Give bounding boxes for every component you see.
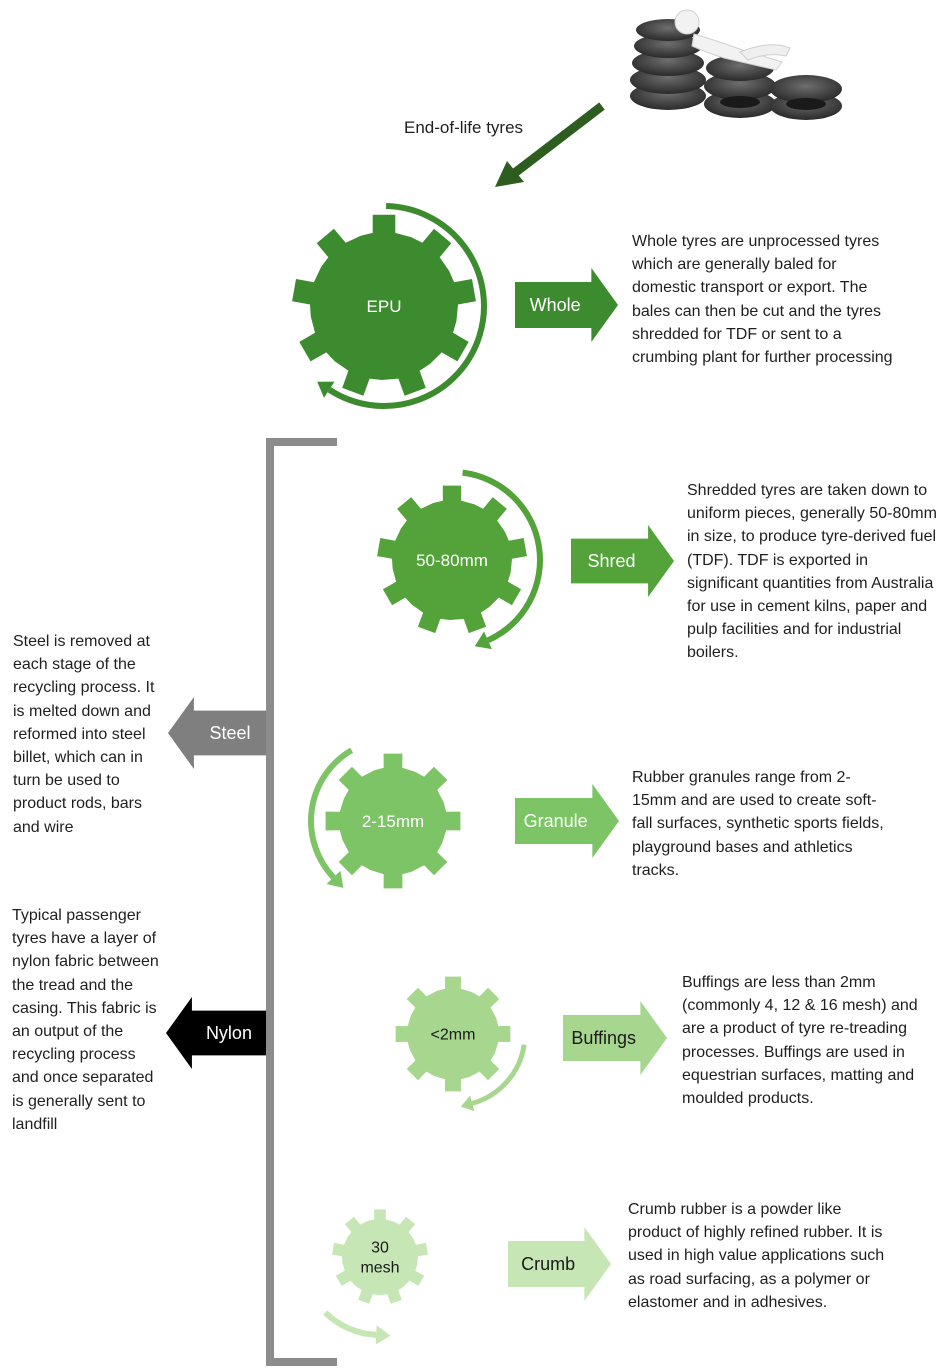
gear-label: 50-80mm [416,551,488,570]
gear-label: <2mm [431,1027,476,1044]
byproduct-description-steel: Steel is removed at each stage of the re… [13,633,155,836]
source-label: End-of-life tyres [404,118,524,137]
gear-shape [325,753,461,889]
output-arrow-crumb-label: Crumb [521,1254,575,1274]
stage-description-buffings: Buffings are less than 2mm (commonly 4, … [682,974,918,1108]
gear-granule: 2-15mm [308,747,461,889]
byproduct-arrow-nylon: Nylon [166,997,266,1069]
stage-description-shred: Shredded tyres are taken down to uniform… [687,482,937,662]
gear-label: EPU [367,297,402,316]
output-arrow-whole-label: Whole [530,295,581,315]
gear-crumb: 30 mesh [323,1209,428,1345]
gear-shape [332,1209,428,1304]
stage-description-granule: Rubber granules range from 2-15mm and ar… [632,769,884,879]
byproduct-description-nylon: Typical passenger tyres have a layer of … [12,907,159,1133]
rotation-arrow-granule [308,747,354,888]
output-arrow-buffings: Buffings [563,1001,667,1075]
gear-shape [292,214,476,396]
output-arrow-whole: Whole [515,268,618,342]
byproduct-arrow-steel: Steel [168,697,266,769]
gear-shape [377,485,527,634]
source-arrow [495,102,605,187]
output-arrow-shred-label: Shred [588,551,636,571]
output-arrow-shred: Shred [571,525,674,597]
gear-label: 30 [371,1240,389,1257]
rotation-arrow-shred [462,469,543,650]
output-arrow-granule-label: Granule [524,811,588,831]
gear-whole: EPU [292,203,487,409]
byproduct-arrow-nylon-label: Nylon [206,1023,252,1043]
gear-shred: 50-80mm [377,469,543,650]
stage-description-crumb: Crumb rubber is a powder like product of… [628,1201,885,1311]
rotation-arrow-whole [317,203,487,409]
stage-bracket [266,438,337,1366]
gear-buffings: <2mm [395,976,527,1112]
byproduct-arrow-steel-label: Steel [209,723,250,743]
stage-description-whole: Whole tyres are unprocessed tyres which … [632,233,893,367]
gear-label: mesh [360,1260,399,1277]
gear-label: 2-15mm [362,812,424,831]
rotation-arrow-crumb [323,1310,391,1345]
output-arrow-crumb: Crumb [508,1227,611,1301]
tyre-pile-image [630,9,842,120]
rotation-arrow-buffings [460,1044,527,1112]
gear-shape [395,976,511,1092]
output-arrow-buffings-label: Buffings [571,1028,636,1048]
output-arrow-granule: Granule [515,784,619,858]
